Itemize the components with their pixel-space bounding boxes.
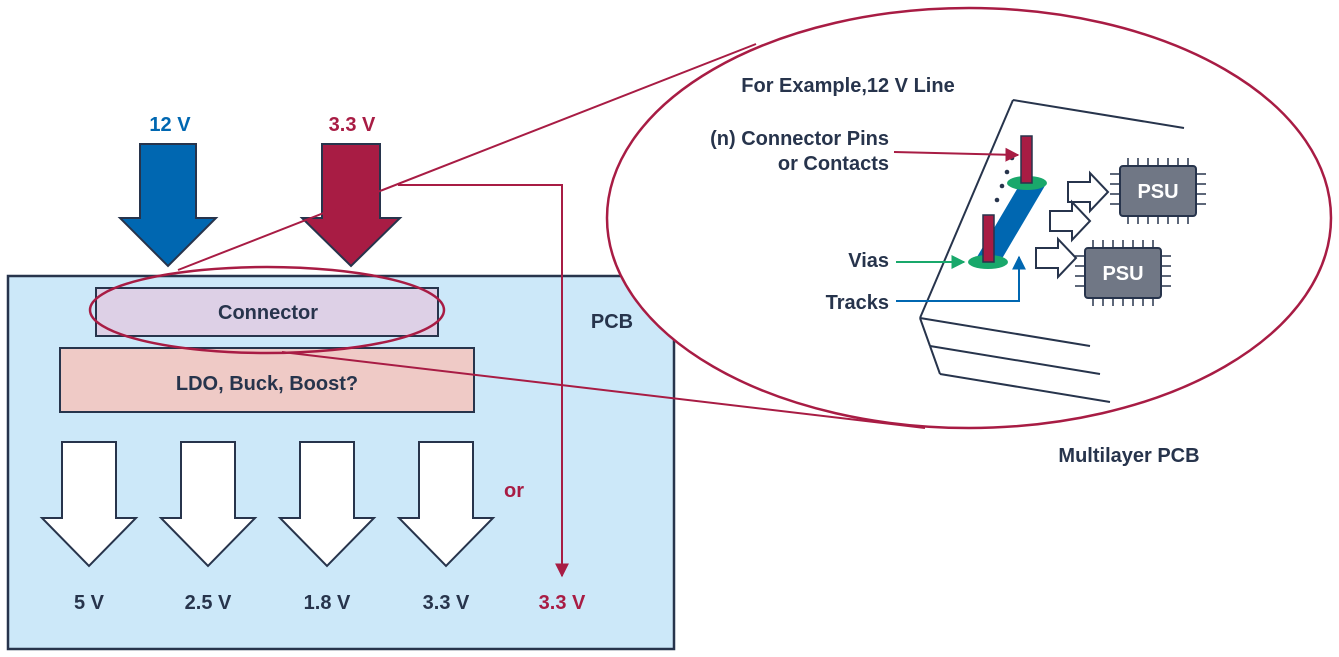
pins-pointer-arrow bbox=[893, 147, 1020, 162]
input-12v-arrow bbox=[117, 143, 219, 268]
connector-box bbox=[95, 287, 439, 337]
output-label-1v8: 1.8 V bbox=[304, 592, 351, 614]
psu-feed-arrow-3 bbox=[1035, 236, 1078, 280]
multilayer-pcb-caption: Multilayer PCB bbox=[1058, 445, 1199, 467]
output-label-5v: 5 V bbox=[74, 592, 105, 614]
input-3v3-arrow bbox=[299, 143, 403, 268]
tracks-pointer-arrow bbox=[896, 255, 1026, 302]
input-3v3-label: 3.3 V bbox=[329, 114, 376, 136]
psu-label-1: PSU bbox=[1137, 181, 1178, 203]
output-arrow-2v5 bbox=[158, 441, 258, 568]
zoom-line-bottom bbox=[281, 351, 926, 429]
multilayer-pcb-drawing bbox=[919, 99, 1185, 403]
psu-feed-arrow-2 bbox=[1049, 199, 1092, 243]
connector-pin-top bbox=[1020, 135, 1033, 184]
pcb-label: PCB bbox=[591, 311, 633, 333]
psu-feed-arrows bbox=[1035, 170, 1110, 280]
vias-label: Vias bbox=[848, 250, 889, 272]
input-12v-label: 12 V bbox=[149, 114, 191, 136]
direct-output-3v3-label: 3.3 V bbox=[539, 592, 586, 614]
output-arrow-3v3 bbox=[396, 441, 496, 568]
output-label-2v5: 2.5 V bbox=[185, 592, 232, 614]
connector-pin-bottom bbox=[982, 214, 995, 263]
regulator-box bbox=[59, 347, 475, 413]
bypass-3v3-line bbox=[398, 184, 569, 578]
zoom-detail-ellipse bbox=[605, 6, 1333, 430]
psu-label-2: PSU bbox=[1102, 263, 1143, 285]
pins-label-line2: or Contacts bbox=[778, 153, 889, 175]
connector-label: Connector bbox=[218, 302, 318, 324]
zoom-title: For Example,12 V Line bbox=[741, 75, 954, 97]
tracks-label: Tracks bbox=[826, 292, 889, 314]
psu-chip-1: PSU bbox=[1110, 158, 1206, 224]
connector-zoom-ellipse bbox=[88, 265, 446, 355]
regulator-label: LDO, Buck, Boost? bbox=[176, 373, 358, 395]
pins-label-line1: (n) Connector Pins bbox=[710, 128, 889, 150]
output-arrow-5v bbox=[39, 441, 139, 568]
or-label: or bbox=[504, 480, 524, 502]
output-arrow-1v8 bbox=[277, 441, 377, 568]
output-label-3v3: 3.3 V bbox=[423, 592, 470, 614]
output-arrows bbox=[39, 441, 496, 568]
zoom-line-top bbox=[177, 43, 757, 271]
psu-chip-2: PSU bbox=[1075, 240, 1171, 306]
